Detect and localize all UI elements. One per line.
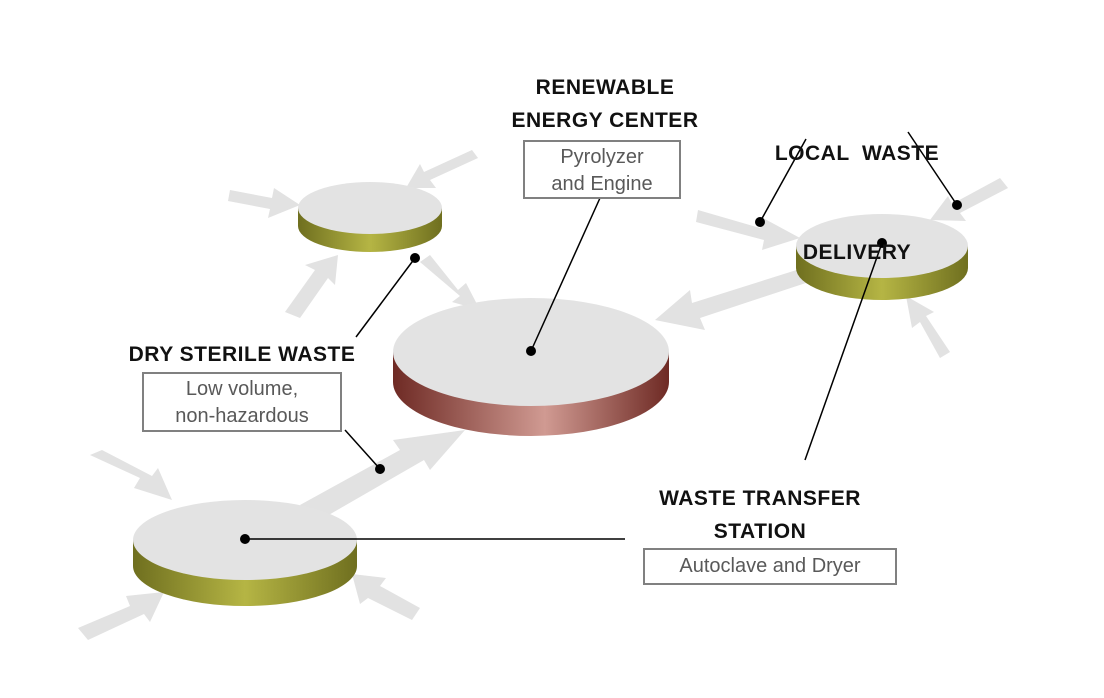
title-line: RENEWABLE (535, 76, 675, 99)
leader-local-delivery-left (759, 138, 807, 223)
leader-dots (240, 200, 962, 544)
title-line: ENERGY CENTER (511, 109, 699, 132)
leader-dry-sterile-arrow (344, 429, 381, 470)
local-waste-delivery-title: LOCAL WASTE DELIVERY (762, 71, 952, 335)
title-line: DELIVERY (802, 241, 912, 264)
disc-renewable-energy-center (393, 298, 669, 436)
subtitle-line: Low volume, (185, 378, 299, 400)
dot-local-delivery-right (952, 200, 962, 210)
arrow-dry-sterile-to-energy-center (420, 255, 480, 310)
renewable-energy-center-subtitle: Pyrolyzer and Engine (523, 140, 681, 199)
leader-right-disc (804, 242, 883, 461)
leader-energy-center (530, 197, 601, 352)
title-line: DRY STERILE WASTE (128, 343, 356, 366)
flow-arrows (78, 150, 1008, 640)
subtitle-line: Pyrolyzer (560, 146, 644, 168)
subtitle-line: non-hazardous (175, 405, 309, 427)
arrow-into-transfer-from-bottom (906, 296, 950, 358)
renewable-energy-center-title: RENEWABLE ENERGY CENTER (500, 71, 710, 137)
title-line: LOCAL WASTE (774, 142, 940, 165)
arrow-into-transfer-from-left (696, 210, 800, 250)
disc-dry-sterile (298, 182, 442, 252)
arrow-into-bottom-disc-from-top-left (90, 450, 172, 500)
arrow-transfer-station-to-energy-center (655, 262, 830, 330)
arrow-bottom-disc-to-energy-center (300, 430, 465, 520)
waste-transfer-station-title: WASTE TRANSFER STATION (640, 482, 880, 548)
leader-dry-sterile (355, 257, 416, 338)
dry-sterile-waste-subtitle: Low volume, non-hazardous (142, 372, 342, 432)
arrow-into-dry-sterile-from-top-right (406, 150, 478, 188)
subtitle-line: and Engine (551, 173, 653, 195)
dot-local-delivery-left (755, 217, 765, 227)
arrow-into-bottom-disc-from-right (352, 574, 420, 620)
dot-dry-sterile (410, 253, 420, 263)
dot-energy-center (526, 346, 536, 356)
arrow-into-bottom-disc-from-bottom-left (78, 592, 164, 640)
arrow-into-dry-sterile-from-left (228, 188, 300, 218)
dot-dry-sterile-arrow (375, 464, 385, 474)
title-line: STATION (713, 520, 807, 543)
subtitle-line: Autoclave and Dryer (679, 555, 861, 577)
dry-sterile-waste-title: DRY STERILE WASTE (112, 338, 372, 371)
title-line: WASTE TRANSFER (659, 487, 861, 510)
disc-waste-transfer-station (133, 500, 357, 606)
leader-local-delivery-right (907, 131, 958, 206)
dot-right-disc (877, 238, 887, 248)
dot-transfer-station (240, 534, 250, 544)
arrow-into-dry-sterile-from-bottom (285, 255, 338, 318)
arrow-into-transfer-from-top-right (930, 178, 1008, 221)
waste-transfer-station-subtitle: Autoclave and Dryer (643, 548, 897, 585)
leader-lines (245, 131, 958, 540)
